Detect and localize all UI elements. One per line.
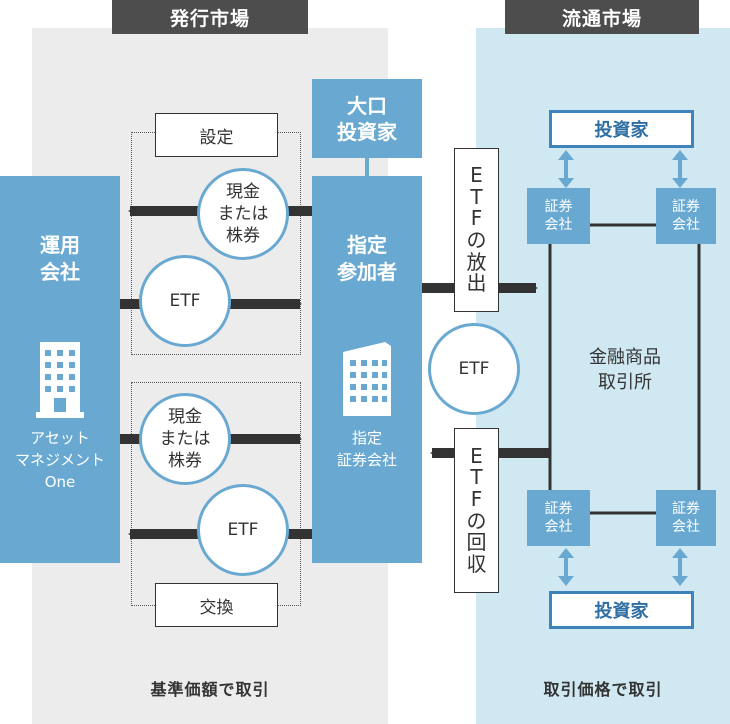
etf-recovery-char: E bbox=[470, 443, 483, 468]
etf-recovery-label: E T F の 回 収 bbox=[454, 428, 499, 593]
creation-label: 設定 bbox=[155, 113, 278, 157]
etf-recovery-char: F bbox=[470, 486, 483, 511]
investor-box-bottom: 投資家 bbox=[549, 591, 694, 629]
building-icon bbox=[343, 342, 391, 416]
etf-circle-bottom: ETF bbox=[197, 484, 289, 576]
securities-company-bottom-left: 証券 会社 bbox=[527, 490, 590, 546]
building-icon bbox=[36, 342, 84, 418]
large-investor-box: 大口 投資家 bbox=[312, 79, 422, 158]
cash-or-shares-circle-bottom: 現金 または 株券 bbox=[139, 393, 231, 485]
etf-release-char: の bbox=[466, 228, 487, 252]
etf-recovery-char: 収 bbox=[466, 551, 487, 576]
securities-company-top-right: 証券 会社 bbox=[656, 188, 716, 244]
etf-release-char: E bbox=[470, 163, 483, 188]
etf-circle-top: ETF bbox=[139, 255, 231, 347]
securities-company-bottom-right: 証券 会社 bbox=[656, 490, 716, 546]
secondary-market-header: 流通市場 bbox=[505, 0, 699, 34]
etf-recovery-char: 回 bbox=[466, 530, 487, 555]
etf-release-char: T bbox=[470, 184, 483, 209]
authorized-participant-label: 指定 参加者 bbox=[337, 233, 397, 284]
etf-release-char: 出 bbox=[466, 271, 487, 296]
etf-release-char: F bbox=[470, 206, 483, 231]
securities-company-top-left: 証券 会社 bbox=[527, 188, 590, 244]
primary-market-footer: 基準価額で取引 bbox=[150, 680, 270, 699]
management-company-name: アセット マネジメント One bbox=[14, 429, 105, 491]
management-company-label: 運用 会社 bbox=[40, 233, 80, 284]
etf-recovery-char: の bbox=[466, 508, 487, 533]
investor-box-top: 投資家 bbox=[549, 110, 694, 148]
etf-release-label: E T F の 放 出 bbox=[454, 148, 499, 312]
etf-recovery-char: T bbox=[470, 465, 483, 490]
secondary-market-footer: 取引価格で取引 bbox=[543, 680, 663, 699]
financial-exchange-label: 金融商品 取引所 bbox=[589, 346, 661, 393]
primary-market-header: 発行市場 bbox=[112, 0, 308, 34]
designated-securities-company-label: 指定 証券会社 bbox=[336, 429, 397, 469]
etf-circle-middle: ETF bbox=[428, 323, 520, 415]
cash-or-shares-circle-top: 現金 または 株券 bbox=[197, 168, 289, 260]
authorized-participant-box: 指定 参加者 指定 証券会社 bbox=[312, 176, 422, 563]
management-company-box: 運用 会社 アセット マネジメント One bbox=[0, 176, 120, 563]
etf-release-char: 放 bbox=[466, 249, 487, 274]
exchange-label: 交換 bbox=[155, 583, 278, 627]
